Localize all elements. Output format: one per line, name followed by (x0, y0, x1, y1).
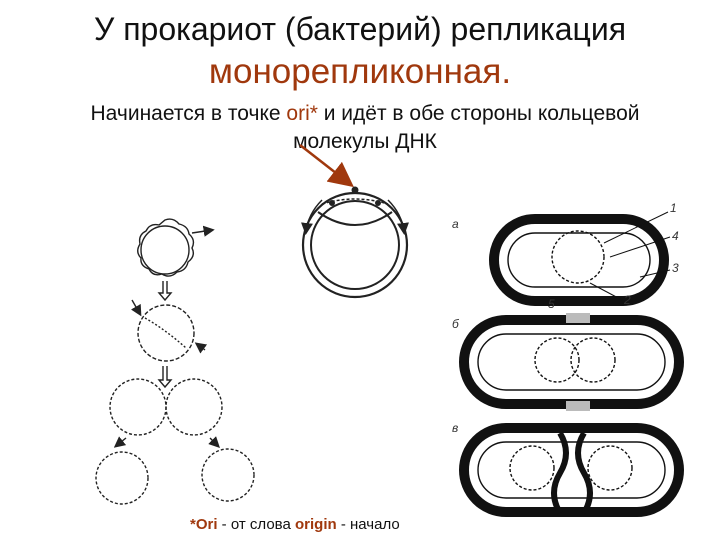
subtitle-text-end: и идёт в обе стороны кольцевой молекулы … (293, 102, 640, 153)
ori-pointer-arrow (299, 144, 354, 188)
figure-number-3: 3 (672, 261, 679, 275)
slide-title-line2: монорепликонная. (208, 52, 512, 91)
footnote-rest: - начало (336, 516, 400, 533)
bacterial-cell-top (489, 211, 671, 306)
left-replication-sequence (95, 218, 255, 505)
figure-number-5: 5 (548, 297, 555, 311)
panel-label-a: а (452, 217, 459, 231)
slide-title-line1: У прокариот (бактерий) репликация (93, 11, 627, 47)
slide-subtitle: Начинается в точке ori* и идёт в обе сто… (40, 100, 690, 156)
figure-number-2: 2 (623, 293, 631, 307)
footnote-text: от слова (230, 516, 295, 533)
bacterial-cell-middle (459, 313, 684, 411)
footnote-word-origin: origin (294, 516, 337, 533)
figure-number-1: 1 (670, 201, 677, 215)
bacterial-cell-bottom (459, 423, 684, 517)
subtitle-text-start: Начинается в точке (90, 102, 287, 125)
figure-number-4: 4 (672, 229, 679, 243)
ori-footnote: *Ori - от слова origin - начало (190, 515, 510, 535)
panel-label-b: б (452, 317, 460, 331)
footnote-separator: - (217, 516, 231, 533)
panel-label-c: в (452, 421, 458, 435)
footnote-term: *Ori (190, 516, 218, 533)
replication-ring (301, 186, 409, 299)
subtitle-ori-term: ori* (286, 102, 318, 125)
